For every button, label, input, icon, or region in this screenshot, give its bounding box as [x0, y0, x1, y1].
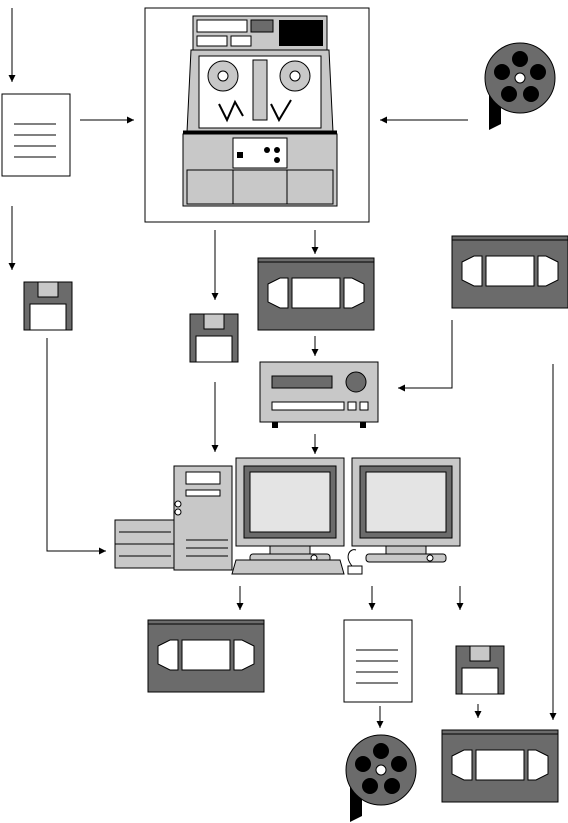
- floppy-disk-icon: [456, 646, 504, 694]
- reel-to-reel-tape-recorder-icon: [183, 16, 337, 206]
- vhs-cassette-icon: [442, 730, 558, 802]
- video-deck-icon: [260, 362, 378, 428]
- film-reel-icon: [485, 43, 555, 130]
- floppy-disk-icon: [190, 314, 238, 362]
- arrow: [47, 338, 106, 551]
- vhs-cassette-icon: [258, 258, 374, 330]
- vhs-cassette-icon: [148, 620, 264, 692]
- floppy-disk-icon: [24, 282, 72, 330]
- film-reel-icon: [346, 735, 416, 822]
- arrow: [398, 320, 452, 388]
- vhs-cassette-icon: [452, 236, 568, 308]
- document-icon: [2, 94, 70, 176]
- document-icon: [344, 620, 412, 702]
- computer-workstation-icon: [115, 458, 460, 574]
